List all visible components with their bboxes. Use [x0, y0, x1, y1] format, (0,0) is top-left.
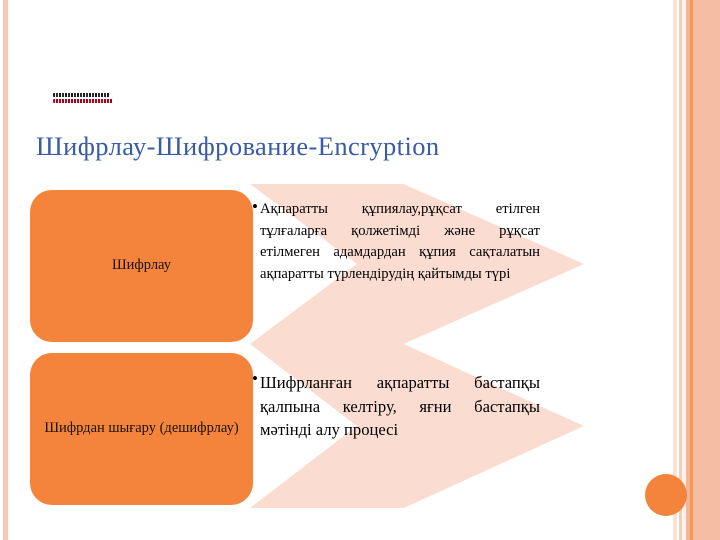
left-edge-bar — [3, 0, 8, 540]
description-block-decryption: • Шифрланған ақпаратты бастапқы қалпына … — [252, 369, 540, 442]
process-box-encryption[interactable]: Шифрлау — [30, 190, 253, 342]
right-edge-bar-accent — [690, 0, 693, 540]
logo-line-red-icon — [53, 99, 113, 103]
description-text: Шифрланған ақпаратты бастапқы қалпына ке… — [260, 373, 540, 440]
right-edge-bar-5 — [693, 0, 720, 540]
right-edge-bar-2 — [679, 0, 682, 540]
bullet-dot-icon: • — [252, 369, 258, 388]
process-box-label: Шифрдан шығару (дешифрлау) — [44, 420, 239, 437]
page-title: Шифрлау-Шифрование-Encryption — [36, 131, 440, 161]
decorative-circle-icon — [645, 474, 687, 516]
right-edge-bar-3 — [683, 0, 686, 540]
description-block-encryption: • Ақпаратты құпиялау,рұқсат етілген тұлғ… — [252, 197, 540, 285]
process-box-decryption[interactable]: Шифрдан шығару (дешифрлау) — [30, 353, 253, 505]
right-edge-bar-4 — [686, 0, 690, 540]
logo-line-dark-icon — [53, 93, 110, 97]
right-edge-bar-1 — [673, 0, 677, 540]
process-box-label: Шифрлау — [111, 257, 172, 274]
institution-logo-icon — [53, 93, 113, 107]
description-text: Ақпаратты құпиялау,рұқсат етілген тұлғал… — [260, 201, 540, 282]
bullet-dot-icon: • — [252, 197, 258, 216]
